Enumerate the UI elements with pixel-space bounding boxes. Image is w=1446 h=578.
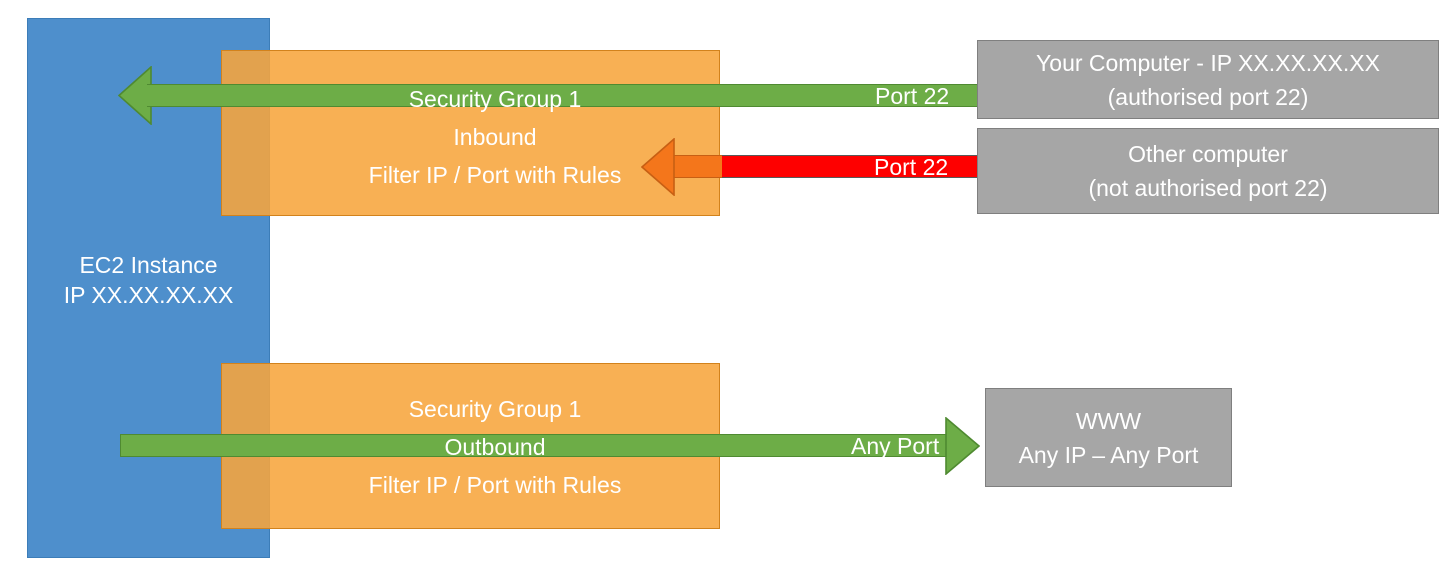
security-group-inbound-box — [221, 50, 720, 216]
allowed-inbound-flow-bar — [147, 84, 977, 107]
endpoint-your-computer: Your Computer - IP XX.XX.XX.XX (authoris… — [977, 40, 1439, 119]
allowed-outbound-arrowhead-icon — [945, 417, 980, 475]
other-computer-line1: Other computer — [1128, 141, 1288, 167]
endpoint-www: WWW Any IP – Any Port — [985, 388, 1232, 487]
blocked-inbound-arrowhead-icon — [641, 138, 675, 196]
blocked-inbound-arrow-shaft — [670, 155, 722, 178]
www-line1: WWW — [1075, 407, 1142, 434]
endpoint-other-computer: Other computer (not authorised port 22) — [977, 128, 1439, 214]
your-computer-line2: (authorised port 22) — [1107, 83, 1309, 110]
allowed-outbound-flow-bar — [120, 434, 950, 457]
your-computer-line1: Your Computer - IP XX.XX.XX.XX — [1036, 49, 1380, 76]
other-computer-line2: (not authorised port 22) — [1088, 175, 1328, 201]
www-line2: Any IP – Any Port — [1018, 441, 1199, 468]
blocked-inbound-flow-bar — [719, 155, 978, 178]
